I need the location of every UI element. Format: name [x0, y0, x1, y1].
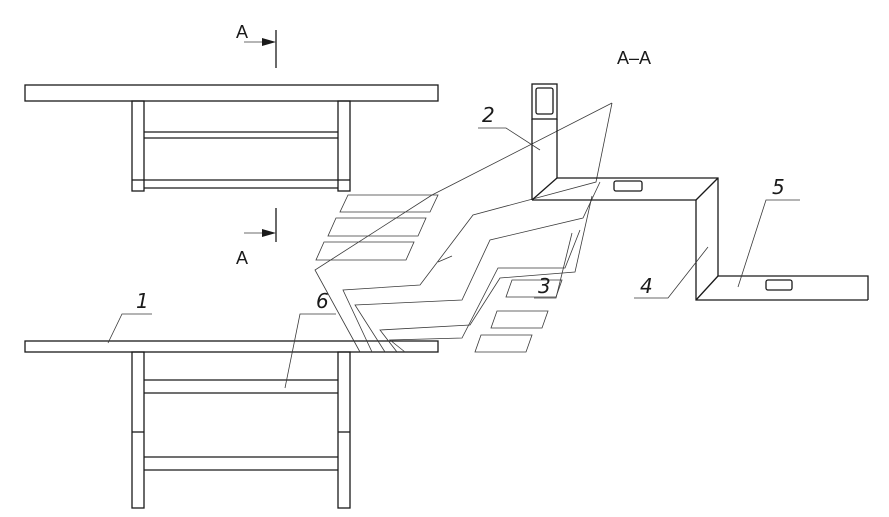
- leader-5: [737, 199, 800, 288]
- leader-1: [107, 313, 152, 344]
- section-view-title: A–A: [617, 48, 651, 68]
- part-number-6: 6: [316, 289, 329, 313]
- ghost-frame-outer: [314, 102, 613, 353]
- part-number-3: 3: [538, 274, 551, 298]
- section-marker-bottom: A: [236, 208, 277, 268]
- ghost-frame-2: [342, 102, 613, 353]
- section-marker-bottom-arrow-icon: [262, 229, 276, 237]
- part-number-2: 2: [482, 103, 495, 127]
- leader-2: [478, 127, 541, 151]
- section-profile: A–A: [531, 48, 869, 301]
- profile-upright-slot: [535, 87, 554, 115]
- ghost-frame-5: [388, 229, 581, 353]
- profile-upright-cap: [531, 83, 558, 120]
- ghost-frame-3: [354, 181, 601, 353]
- ghost-slat-5: [490, 310, 549, 329]
- lower-view: [24, 340, 439, 509]
- leader-3: [534, 232, 573, 299]
- section-marker-top-label: A: [236, 22, 248, 42]
- exploded-frames: [314, 102, 613, 353]
- upper-seat-board: [24, 84, 439, 102]
- section-marker-top-arrow-icon: [262, 38, 276, 46]
- ghost-slat-4: [505, 279, 563, 298]
- profile-slot-upper: [613, 180, 643, 192]
- upper-view: [24, 84, 439, 192]
- lower-right-leg: [337, 351, 351, 509]
- leader-lines: [107, 127, 800, 389]
- upper-left-post: [131, 100, 145, 192]
- leader-4: [634, 246, 709, 299]
- profile-corner-3: [695, 275, 719, 301]
- part-number-4: 4: [640, 274, 653, 298]
- lower-seat-board: [24, 340, 439, 353]
- leader-6: [284, 313, 336, 389]
- ghost-slat-1: [339, 194, 439, 213]
- profile-corner-1: [531, 177, 558, 201]
- section-marker-top: A: [236, 22, 277, 68]
- part-number-5: 5: [772, 175, 785, 199]
- part-numbers: 1 2 3 4 5 6: [136, 103, 785, 313]
- ghost-slat-6: [474, 334, 533, 353]
- lower-left-leg: [131, 351, 145, 509]
- part-number-1: 1: [136, 289, 149, 313]
- ghost-slat-3: [315, 241, 415, 261]
- upper-right-post: [337, 100, 351, 192]
- profile-lower-edge: [532, 199, 868, 301]
- ghost-tick: [437, 255, 453, 263]
- profile-corner-2: [695, 177, 719, 201]
- section-marker-bottom-label: A: [236, 248, 248, 268]
- ghost-slat-2: [327, 217, 427, 237]
- profile-slot-lower: [765, 279, 793, 291]
- ghost-frame-4: [379, 195, 593, 353]
